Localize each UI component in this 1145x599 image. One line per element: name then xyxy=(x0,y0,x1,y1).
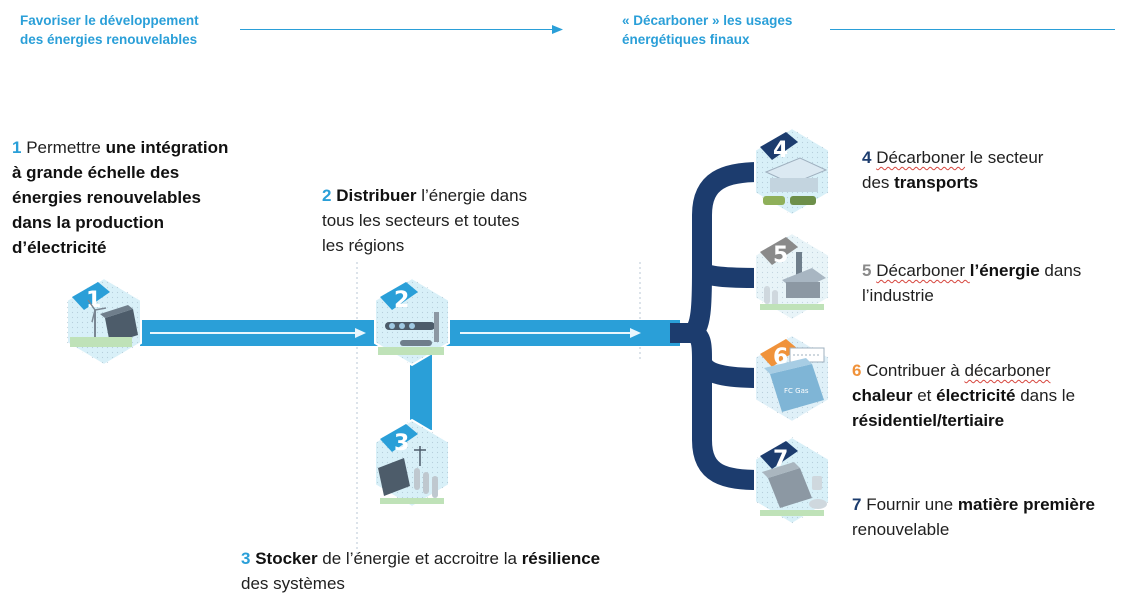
hex-number-1: 1 xyxy=(86,288,101,313)
header-right-title: « Décarboner » les usages énergétiques f… xyxy=(622,13,793,47)
hexagon-step-5: 5 xyxy=(754,231,830,322)
transport-station-icon xyxy=(763,157,828,205)
flow-arrowhead-1 xyxy=(355,328,366,338)
hex-number-5: 5 xyxy=(773,243,788,268)
step-2-label: 2 Distribuer l’énergie dans tous les sec… xyxy=(322,186,528,255)
step-7-label: 7 Fournir une matière première renouvela… xyxy=(852,495,1095,539)
feedstock-plant-icon xyxy=(760,462,827,516)
hexagon-step-4: 4 xyxy=(754,126,830,217)
step-5-label: 5 Décarboner l’énergie dans l’industrie xyxy=(862,261,1082,305)
hexagon-step-7: 7 xyxy=(754,435,830,526)
step-1-label: 1 Permettre une intégration à grande éch… xyxy=(12,138,229,257)
hex-number-2: 2 xyxy=(394,288,409,313)
header-arrowhead xyxy=(552,25,563,34)
building-label: FC Gas xyxy=(784,387,809,395)
hexagon-step-6: 6 FC Gas xyxy=(754,333,830,424)
industry-icon xyxy=(760,252,826,310)
hexagon-step-2: 2 xyxy=(374,276,450,367)
step-4-label: 4 Décarboner le secteur des transports xyxy=(862,148,1044,192)
storage-icon xyxy=(378,446,444,504)
step-6-label: 6 Contribuer à décarboner chaleur et éle… xyxy=(852,361,1076,430)
end-use-bracket xyxy=(670,162,761,490)
gas-network-icon xyxy=(378,312,444,355)
storage-branch xyxy=(410,352,432,430)
wind-turbine-electrolyser-icon xyxy=(70,299,138,347)
flow-arrowhead-2 xyxy=(630,328,641,338)
header-left-arrow xyxy=(240,29,558,30)
header-left-title: Favoriser le développement des énergies … xyxy=(20,13,199,47)
step-3-label: 3 Stocker de l’énergie et accroitre la r… xyxy=(241,549,601,593)
hex-number-3: 3 xyxy=(394,431,409,456)
hexagon-step-1: 1 xyxy=(66,276,142,367)
building-heating-icon: FC Gas xyxy=(764,347,825,412)
hex-number-4: 4 xyxy=(773,138,788,163)
header-right-line xyxy=(830,29,1115,30)
hexagon-step-3: 3 xyxy=(374,418,450,509)
